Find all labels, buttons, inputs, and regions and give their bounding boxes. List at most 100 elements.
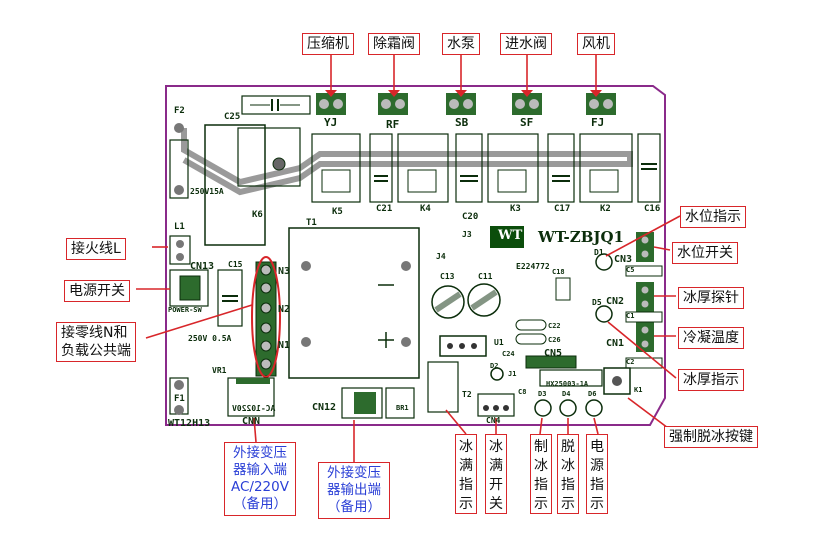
silk-k4: K4 [420,204,431,214]
led-d6 [585,399,603,417]
silk-c18: C18 [552,268,565,276]
silk-power-sw: POWER-SW [168,306,202,314]
label-transformer-input: 外接变压 器输入端 AC/220V （备用） [224,442,296,516]
label-neutral: 接零线N和 负载公共端 [56,322,136,362]
label-transformer-input-line2: 器输入端 [233,462,287,478]
connector-cn12 [341,387,383,419]
silk-d6: D6 [588,390,597,398]
label-transformer-input-line3: AC/220V [231,479,289,495]
silk-c15: C15 [228,260,243,269]
label-ice-full-indicator: 冰满指示 [455,434,477,514]
connector-cn13 [169,269,209,307]
silk-k3: K3 [510,204,521,214]
silk-l1: L1 [174,222,185,232]
label-ice-full-switch: 冰满开关 [485,434,507,514]
label-force-deice-button: 强制脱冰按键 [664,426,758,448]
silk-c22: C22 [548,322,561,330]
connector-cn3 [636,232,654,262]
label-water-level-indicator: 水位指示 [680,206,746,228]
capacitor-c16 [637,133,661,203]
silk-t2: T2 [462,390,472,399]
connector-yj [316,93,346,115]
label-water-level-switch: 水位开关 [672,242,738,264]
silk-c16: C16 [644,204,661,214]
silk-c26: C26 [548,336,561,344]
silk-c1: C1 [626,312,635,320]
bridge-br1 [385,387,415,419]
silk-k5: K5 [332,207,343,217]
silk-cn3: CN3 [614,254,633,265]
transformer-t2 [427,361,459,413]
regulator-u1 [439,335,487,357]
silk-c21: C21 [376,204,393,214]
silk-n2: N2 [278,304,291,315]
label-ice-making-indicator: 制冰指示 [530,434,552,514]
silk-sb: SB [455,116,469,129]
label-ice-thickness-probe: 冰厚探针 [678,287,744,309]
led-d2 [490,367,504,381]
silk-d2: D2 [490,362,499,370]
label-ice-thickness-indicator: 冰厚指示 [678,369,744,391]
silk-d3: D3 [538,390,547,398]
silk-d1: D1 [594,248,604,257]
led-d5 [595,305,613,323]
label-neutral-line1: 接零线N和 [61,325,128,341]
capacitor-c17 [547,133,575,203]
capacitor-c21 [369,133,393,203]
silk-fuse-rating: 250V 0.5A [188,334,232,343]
silk-k6: K6 [252,210,263,220]
board-outline [165,85,666,426]
relay-k6 [204,124,266,246]
led-d4 [559,399,577,417]
silk-cn13: CN13 [190,261,215,272]
label-transformer-output-line2: 器输出端 [327,482,381,498]
board-model: WT-ZBJQ1 [538,228,624,246]
silk-k2: K2 [600,204,611,214]
callout-lines [136,52,681,462]
label-transformer-output: 外接变压 器输出端 （备用） [318,462,390,519]
silk-relay-rating: 250V15A [190,187,224,196]
connector-cn5 [525,355,577,369]
silk-j1: J1 [508,370,517,378]
relay-k4 [397,133,449,203]
silk-f1: F1 [174,394,185,404]
silk-sf: SF [520,116,534,129]
connector-fj [586,93,616,115]
silk-yj: YJ [324,116,338,129]
silk-j3: J3 [462,230,472,239]
silk-cn12: CN12 [312,402,337,413]
silk-c17: C17 [554,204,571,214]
label-transformer-input-line4: （备用） [233,496,287,512]
relay-k2 [579,133,633,203]
label-defrost-valve: 除霜阀 [368,33,420,55]
label-transformer-input-line1: 外接变压 [233,445,287,461]
silk-d5: D5 [592,298,602,307]
connector-sf [512,93,542,115]
capacitor-c13 [431,285,465,319]
capacitor-c15 [217,269,243,327]
silk-chip: HX25003-1A [546,380,589,388]
silk-c25: C25 [224,112,241,122]
silk-u1: U1 [494,338,504,347]
relay-k3 [487,133,539,203]
relay-k5 [311,133,361,203]
silk-c24: C24 [502,350,515,358]
silk-c2: C2 [626,358,635,366]
label-compressor: 压缩机 [302,33,354,55]
silk-cn1: CN1 [606,338,625,349]
led-d1 [595,253,613,271]
silk-cn5: CN5 [544,348,563,359]
label-live-wire: 接火线L [66,238,126,260]
silk-cnn: CNN [242,416,261,427]
silk-c11: C11 [478,272,493,281]
label-inlet-valve: 进水阀 [500,33,552,55]
connector-cn2 [636,282,654,312]
power-trace [181,128,633,196]
capacitor-c20 [455,133,483,203]
connector-rf [378,93,408,115]
silk-cn4: CN4 [486,416,501,425]
label-deice-indicator: 脱冰指示 [557,434,579,514]
button-k1 [603,367,631,395]
label-pump: 水泵 [442,33,480,55]
